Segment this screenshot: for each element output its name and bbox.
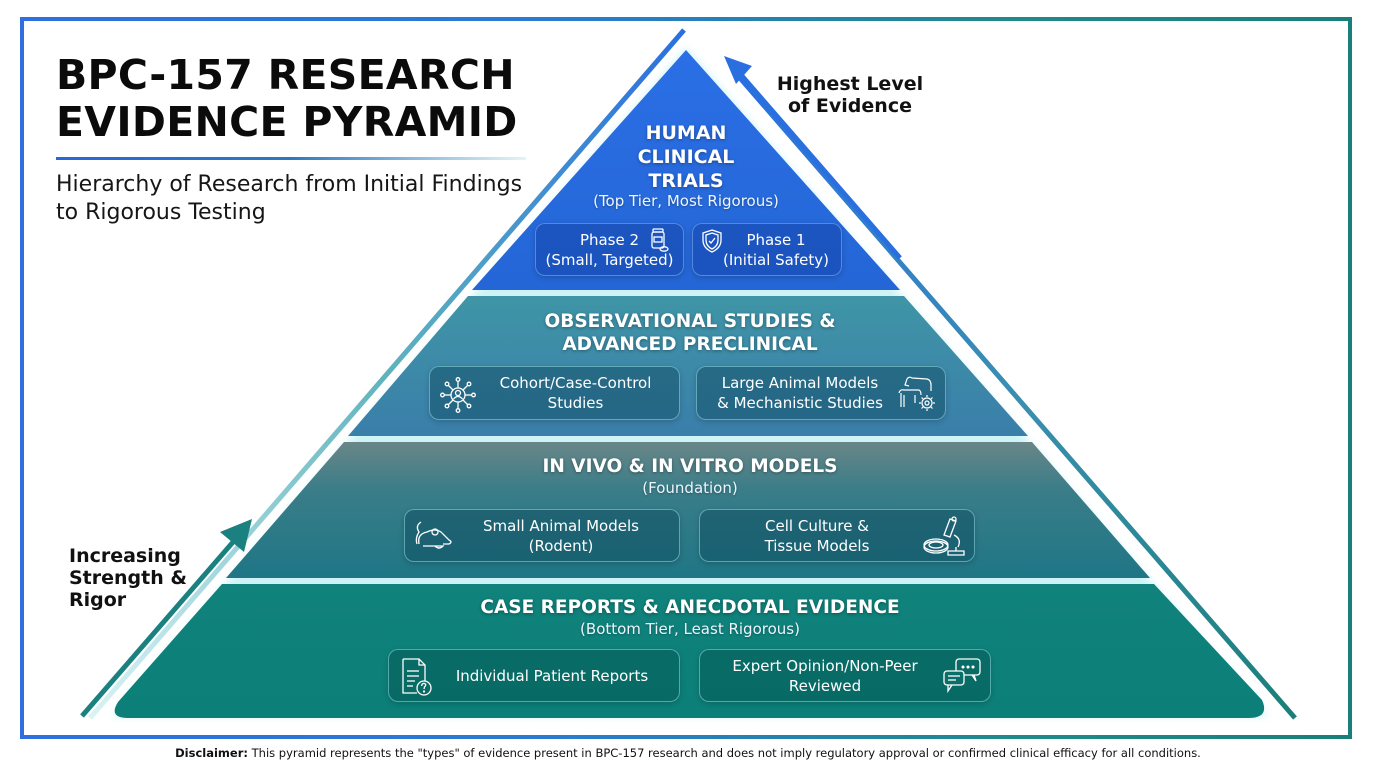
- tier-3-title: IN VIVO & IN VITRO MODELS: [542, 456, 838, 477]
- highest-level-arrow: [724, 56, 902, 260]
- page-subtitle: Hierarchy of Research from Initial Findi…: [56, 172, 523, 225]
- pyramid-right-edge: [738, 76, 1297, 720]
- tier-2-shape: [348, 296, 1028, 436]
- chat-bubbles-icon: [942, 657, 982, 700]
- title-line-2: EVIDENCE PYRAMID: [56, 98, 518, 146]
- card-cell-culture: Cell Culture & Tissue Models: [699, 509, 975, 562]
- page-title: BPC-157 RESEARCH EVIDENCE PYRAMID: [56, 52, 518, 146]
- card-phase-2: Phase 2 (Small, Targeted): [535, 223, 684, 276]
- disclaimer-text: This pyramid represents the "types" of e…: [248, 746, 1201, 760]
- increasing-strength-arrow: [80, 519, 252, 718]
- card-phase-1: Phase 1 (Initial Safety): [692, 223, 842, 276]
- medicine-bottle-icon: [649, 227, 669, 258]
- animal-gear-icon: [895, 373, 939, 420]
- card-label: Cohort/Case-Control Studies: [499, 374, 652, 412]
- increasing-strength-label: Increasing Strength & Rigor: [69, 545, 187, 611]
- card-small-animal-models: Small Animal Models (Rodent): [404, 509, 680, 562]
- card-individual-patient-reports: Individual Patient Reports: [388, 649, 680, 702]
- pyramid-left-edge: [88, 28, 686, 720]
- microscope-petri-icon: [922, 515, 968, 564]
- card-label: Expert Opinion/Non-Peer Reviewed: [732, 656, 918, 695]
- tier-2-title: OBSERVATIONAL STUDIES & ADVANCED PRECLIN…: [544, 311, 836, 355]
- card-label: Phase 1 (Initial Safety): [723, 230, 829, 269]
- card-large-animal-models: Large Animal Models & Mechanistic Studie…: [696, 366, 946, 420]
- card-label: Individual Patient Reports: [455, 666, 649, 685]
- disclaimer: Disclaimer: This pyramid represents the …: [0, 746, 1376, 760]
- card-label: Small Animal Models (Rodent): [483, 516, 639, 555]
- title-divider: [56, 157, 526, 160]
- card-expert-opinion: Expert Opinion/Non-Peer Reviewed: [699, 649, 991, 702]
- title-line-1: BPC-157 RESEARCH: [56, 51, 515, 99]
- disclaimer-label: Disclaimer:: [175, 746, 248, 760]
- shield-check-icon: [701, 228, 723, 259]
- tier-4-title: CASE REPORTS & ANECDOTAL EVIDENCE: [480, 597, 900, 618]
- card-label: Large Animal Models & Mechanistic Studie…: [717, 374, 883, 412]
- network-person-icon: [438, 375, 478, 420]
- card-label: Phase 2 (Small, Targeted): [545, 230, 674, 269]
- document-question-icon: [399, 657, 433, 702]
- tier-1-subtitle: (Top Tier, Most Rigorous): [593, 192, 779, 210]
- card-label: Cell Culture & Tissue Models: [764, 516, 870, 555]
- tier-3-shape: [226, 442, 1150, 578]
- tier-1-title: HUMAN CLINICAL TRIALS: [637, 122, 735, 192]
- mouse-icon: [413, 518, 457, 559]
- tier-3-subtitle: (Foundation): [642, 479, 738, 497]
- card-cohort-case-control: Cohort/Case-Control Studies: [429, 366, 680, 420]
- highest-level-label: Highest Level of Evidence: [776, 73, 924, 117]
- tier-4-subtitle: (Bottom Tier, Least Rigorous): [580, 620, 800, 638]
